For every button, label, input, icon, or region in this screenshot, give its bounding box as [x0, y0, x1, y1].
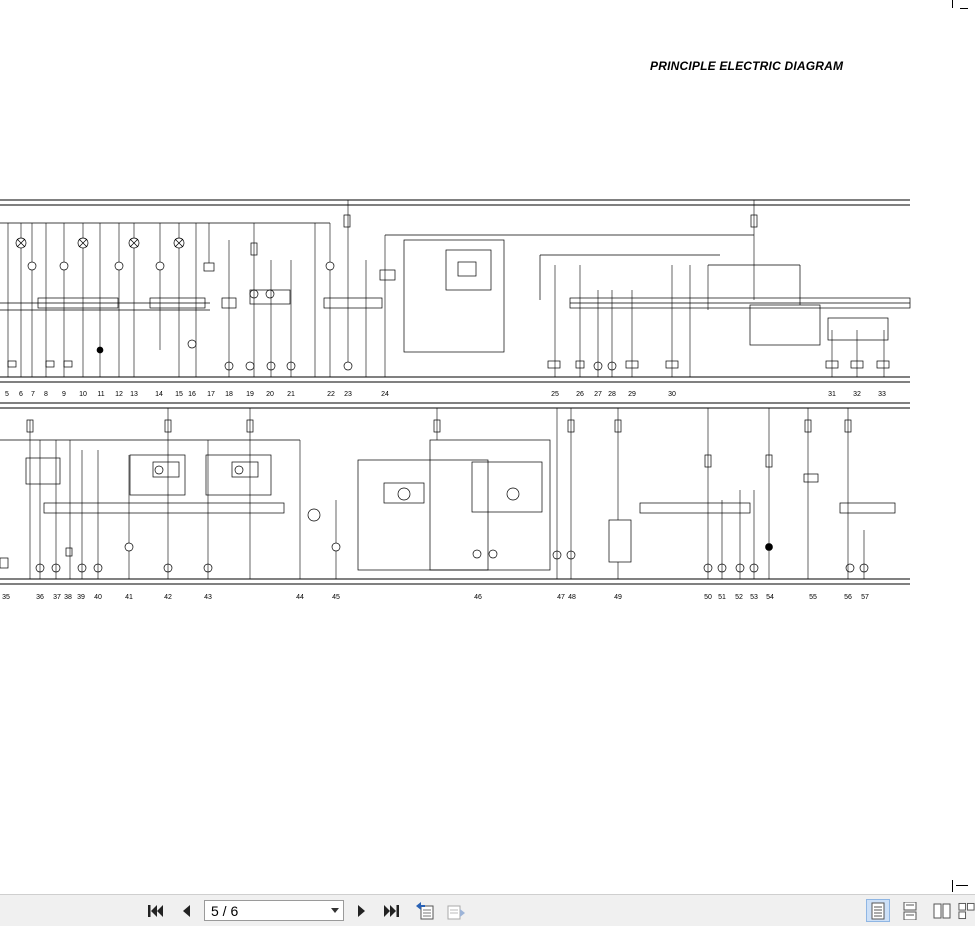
bottom-column-number-42: 42 [164, 594, 172, 601]
continuous-view-button[interactable] [898, 899, 922, 922]
prev-page-icon [183, 905, 190, 917]
first-page-icon [148, 905, 163, 917]
previous-view-icon [416, 902, 434, 920]
diagram-page: PRINCIPLE ELECTRIC DIAGRAM [0, 0, 968, 892]
top-column-number-11: 11 [97, 391, 104, 398]
bottom-column-number-41: 41 [125, 594, 133, 601]
pdf-toolbar: 5 / 6 [0, 894, 975, 926]
crop-mark [960, 8, 968, 9]
top-column-number-29: 29 [628, 391, 636, 398]
top-column-number-24: 24 [381, 391, 389, 398]
bottom-column-number-51: 51 [718, 594, 726, 601]
top-column-number-28: 28 [608, 391, 616, 398]
bottom-column-number-55: 55 [809, 594, 817, 601]
top-column-number-20: 20 [266, 391, 274, 398]
bottom-column-number-46: 46 [474, 594, 482, 601]
single-page-icon [871, 902, 885, 919]
first-page-button[interactable] [144, 901, 166, 921]
top-column-number-12: 12 [115, 391, 123, 398]
crop-mark [952, 880, 953, 892]
next-page-icon [358, 905, 365, 917]
top-column-number-22: 22 [327, 391, 335, 398]
bottom-column-number-40: 40 [94, 594, 102, 601]
top-column-number-16: 16 [188, 391, 196, 398]
top-column-number-7: 7 [31, 391, 35, 398]
top-column-number-19: 19 [246, 391, 254, 398]
top-column-number-30: 30 [668, 391, 676, 398]
last-page-icon [384, 905, 399, 917]
bottom-column-number-53: 53 [750, 594, 758, 601]
bottom-column-number-48: 48 [568, 594, 576, 601]
two-page-continuous-icon [958, 902, 975, 919]
top-column-number-9: 9 [62, 391, 66, 398]
bottom-column-number-52: 52 [735, 594, 743, 601]
top-column-number-5: 5 [5, 391, 9, 398]
bottom-column-number-36: 36 [36, 594, 44, 601]
bottom-column-number-47: 47 [557, 594, 565, 601]
bottom-column-number-49: 49 [614, 594, 622, 601]
bottom-column-number-44: 44 [296, 594, 304, 601]
top-column-number-23: 23 [344, 391, 352, 398]
top-column-number-33: 33 [878, 391, 886, 398]
bottom-column-number-39: 39 [77, 594, 85, 601]
bottom-column-number-56: 56 [844, 594, 852, 601]
next-view-icon [447, 905, 465, 920]
single-page-view-button[interactable] [866, 899, 890, 922]
page-number-select[interactable]: 5 / 6 [204, 900, 344, 921]
crop-mark [952, 0, 953, 8]
top-column-number-32: 32 [853, 391, 861, 398]
top-column-number-27: 27 [594, 391, 602, 398]
bottom-column-number-38: 38 [64, 594, 72, 601]
top-column-number-17: 17 [207, 391, 215, 398]
top-column-number-18: 18 [225, 391, 233, 398]
next-view-button[interactable] [445, 901, 467, 921]
top-column-numbers: 5 6 7 8 9 10 11 12 13 14 15 16 17 18 19 20 21 22 23 24 25 26 2… [5, 391, 886, 398]
page-number-value: 5 / 6 [211, 903, 239, 919]
continuous-page-icon [903, 901, 917, 920]
bottom-column-number-37: 37 [53, 594, 61, 601]
last-page-button[interactable] [381, 901, 403, 921]
chevron-down-icon [331, 908, 339, 913]
two-page-view-button[interactable] [930, 899, 954, 922]
top-column-number-31: 31 [828, 391, 836, 398]
two-page-continuous-view-button[interactable] [958, 899, 975, 922]
top-column-number-13: 13 [130, 391, 138, 398]
crop-mark [956, 885, 968, 886]
two-page-icon [933, 903, 951, 918]
previous-view-button[interactable] [414, 901, 436, 921]
top-column-number-15: 15 [175, 391, 183, 398]
top-column-number-10: 10 [79, 391, 87, 398]
document-viewer[interactable]: PRINCIPLE ELECTRIC DIAGRAM [0, 0, 975, 894]
bottom-column-number-50: 50 [704, 594, 712, 601]
diagram-title: PRINCIPLE ELECTRIC DIAGRAM [650, 59, 844, 73]
bottom-column-number-57: 57 [861, 594, 869, 601]
bottom-column-number-54: 54 [766, 594, 774, 601]
bottom-column-number-35: 35 [2, 594, 10, 601]
top-column-number-26: 26 [576, 391, 584, 398]
top-column-number-6: 6 [19, 391, 23, 398]
prev-page-button[interactable] [175, 901, 197, 921]
top-column-number-14: 14 [155, 391, 163, 398]
top-column-number-8: 8 [44, 391, 48, 398]
top-column-number-21: 21 [287, 391, 295, 398]
electric-diagram: 5678910111213141516171819202122232425262… [0, 199, 911, 601]
top-column-number-25: 25 [551, 391, 559, 398]
bottom-column-number-45: 45 [332, 594, 340, 601]
next-page-button[interactable] [351, 901, 373, 921]
bottom-column-number-43: 43 [204, 594, 212, 601]
